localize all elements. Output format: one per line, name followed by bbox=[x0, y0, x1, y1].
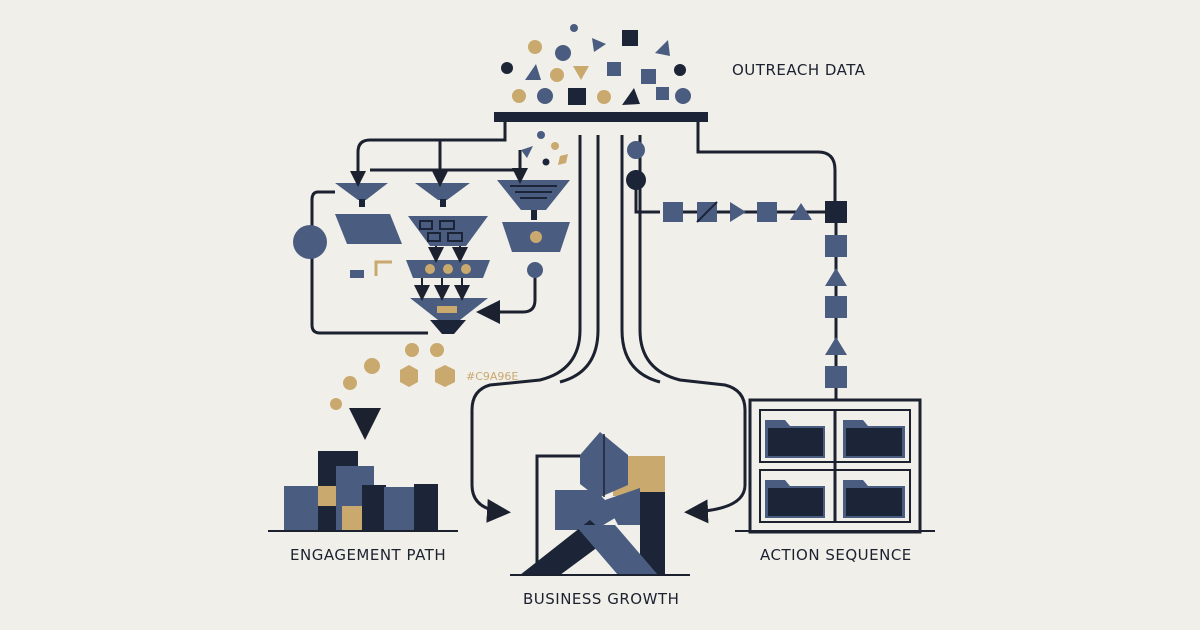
data-tray bbox=[494, 112, 708, 122]
action-sequence-chain bbox=[626, 141, 847, 400]
connector-lines bbox=[310, 122, 837, 524]
business-growth-label: BUSINESS GROWTH bbox=[523, 590, 680, 608]
funnel-arrows bbox=[350, 168, 528, 301]
action-cabinet bbox=[748, 398, 922, 534]
hex-code-label: #C9A96E bbox=[466, 370, 519, 383]
hexagon-icon bbox=[400, 365, 418, 387]
engagement-buildings bbox=[284, 451, 438, 532]
outreach-data-pile bbox=[501, 24, 691, 105]
gold-tokens bbox=[330, 343, 455, 410]
engagement-path-label: ENGAGEMENT PATH bbox=[290, 546, 447, 564]
outreach-data-label: OUTREACH DATA bbox=[732, 61, 866, 79]
hexagon-icon bbox=[435, 365, 455, 387]
funnel-system bbox=[293, 131, 570, 334]
business-growth-emblem bbox=[510, 432, 690, 576]
action-sequence-label: ACTION SEQUENCE bbox=[760, 546, 912, 564]
